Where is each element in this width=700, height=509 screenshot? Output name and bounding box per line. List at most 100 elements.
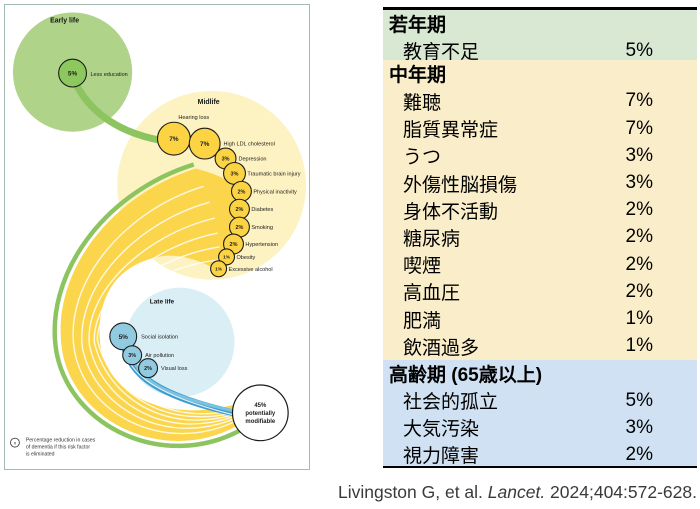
svg-text:Visual loss: Visual loss (161, 366, 188, 372)
svg-text:2%: 2% (236, 225, 244, 231)
row-value: 3% (625, 416, 653, 438)
hearing-loss-label: Hearing loss (178, 115, 209, 121)
midlife-title: Midlife (198, 99, 220, 106)
risk-factor-table: 若年期 教育不足 5% 中年期 難聴 7% 脂質異常症 7% うつ 3% 外傷性… (383, 7, 697, 468)
yellow-flow-band (60, 168, 244, 441)
row-value: 7% (625, 117, 653, 139)
svg-text:2%: 2% (237, 189, 245, 195)
latelife-node-circles (109, 322, 159, 379)
svg-text:1%: 1% (215, 267, 223, 273)
midlife-node-circles (156, 121, 252, 278)
row-value: 1% (625, 308, 653, 330)
row-value: 2% (625, 226, 653, 248)
midlife-node-pcts: 7% 7% 3% 3% 2% 2% 2% 2% 1% 1% (169, 136, 245, 272)
row-value: 2% (625, 199, 653, 221)
svg-text:modifiable: modifiable (245, 419, 275, 425)
late-life-circle (125, 287, 235, 397)
svg-text:potentially: potentially (245, 411, 275, 417)
svg-text:Obesity: Obesity (236, 255, 255, 261)
svg-text:1%: 1% (223, 255, 231, 261)
table-row: 飲酒過多 1% (383, 333, 697, 360)
late-life-title: Late life (150, 299, 175, 306)
svg-text:5%: 5% (119, 334, 129, 341)
table-row: 肥満 1% (383, 306, 697, 333)
factor-label: Less education (90, 72, 127, 78)
svg-text:Percentage reduction in cases: Percentage reduction in cases (26, 438, 96, 444)
svg-text:of dementia if this risk facto: of dementia if this risk factor (26, 445, 90, 451)
latelife-node-labels: Social isolation Air pollution Visual lo… (141, 334, 188, 372)
section-header-old: 高齢期 (65歳以上) (389, 365, 543, 386)
row-value: 5% (625, 389, 653, 411)
lifecourse-figure-panel: Early life Midlife Late life 5% Less edu… (4, 4, 310, 470)
svg-text:Hypertension: Hypertension (245, 242, 278, 248)
legend-n-icon (10, 437, 20, 448)
row-value: 3% (625, 172, 653, 194)
row-value: 3% (625, 144, 653, 166)
row-label: 高血圧 (403, 283, 461, 305)
row-label: 外傷性脳損傷 (403, 174, 518, 196)
svg-text:Physical inactivity: Physical inactivity (253, 189, 297, 195)
row-value: 2% (625, 443, 653, 465)
row-value: 2% (625, 253, 653, 275)
citation-authors: Livingston G, et al. (337, 482, 488, 502)
midlife-node-labels: High LDL cholesterol Depression Traumati… (224, 142, 301, 273)
svg-text:2%: 2% (236, 207, 244, 213)
row-label: うつ (403, 147, 442, 169)
table-row: 視力障害 2% (383, 441, 697, 468)
svg-text:Social isolation: Social isolation (141, 334, 178, 340)
svg-text:Depression: Depression (238, 157, 266, 163)
citation-journal: Lancet. (487, 482, 546, 502)
svg-text:Traumatic brain injury: Traumatic brain injury (247, 171, 300, 177)
table-row: 喫煙 2% (383, 251, 697, 278)
figure-legend: n Percentage reduction in cases of demen… (10, 437, 96, 458)
svg-text:2%: 2% (144, 366, 152, 372)
svg-text:7%: 7% (169, 136, 179, 143)
table-row: うつ 3% (383, 142, 697, 169)
section-header-young: 若年期 (389, 15, 447, 36)
potentially-modifiable-node: 45% potentially modifiable (231, 384, 289, 442)
svg-text:7%: 7% (200, 141, 210, 148)
svg-text:2%: 2% (230, 242, 238, 248)
row-label: 身体不活動 (403, 201, 499, 223)
svg-text:Excessive alcohol: Excessive alcohol (229, 267, 273, 273)
table-row: 糖尿病 2% (383, 224, 697, 251)
row-label: 教育不足 (403, 42, 480, 63)
svg-text:Diabetes: Diabetes (251, 207, 273, 213)
early-to-mid-flow (71, 79, 163, 145)
row-label: 社会的孤立 (403, 392, 499, 413)
svg-text:n: n (14, 440, 17, 445)
factor-pct: 5% (68, 71, 78, 78)
flow-band-stripes (72, 185, 235, 435)
row-label: 糖尿病 (403, 228, 461, 250)
svg-text:Air pollution: Air pollution (145, 353, 174, 359)
lifecourse-diagram: Early life Midlife Late life 5% Less edu… (10, 12, 307, 458)
row-label: 飲酒過多 (403, 337, 480, 359)
citation: Livingston G, et al. Lancet. 2024;404:57… (338, 482, 697, 503)
row-label: 脂質異常症 (403, 120, 499, 142)
table-row: 大気汚染 3% (383, 414, 697, 441)
svg-text:High LDL cholesterol: High LDL cholesterol (224, 142, 275, 148)
table-row: 脂質異常症 7% (383, 115, 697, 142)
row-label: 難聴 (403, 92, 442, 114)
row-label: 喫煙 (403, 256, 442, 278)
table-row: 社会的孤立 5% (383, 387, 697, 414)
row-value: 1% (625, 335, 653, 357)
table-section-mid: 中年期 難聴 7% 脂質異常症 7% うつ 3% 外傷性脳損傷 3% 身体不活動… (383, 60, 697, 360)
green-flow-edge (52, 162, 241, 448)
factor-node-less-education: 5% Less education (58, 58, 128, 88)
row-label: 視力障害 (403, 446, 480, 467)
table-row: 難聴 7% (383, 88, 697, 115)
row-label: 大気汚染 (403, 419, 480, 440)
svg-text:3%: 3% (128, 353, 136, 359)
row-value: 2% (625, 280, 653, 302)
early-life-title: Early life (50, 17, 79, 24)
table-section-young: 若年期 教育不足 5% (383, 10, 697, 63)
citation-volume: 2024;404:572-628. (545, 482, 697, 502)
blue-flow-ribbon-light (131, 358, 234, 413)
row-value: 5% (625, 39, 653, 61)
latelife-node-pcts: 5% 3% 2% (119, 334, 153, 372)
svg-text:is eliminated: is eliminated (26, 452, 55, 458)
svg-text:3%: 3% (231, 171, 239, 177)
svg-text:45%: 45% (254, 403, 267, 409)
svg-text:Smoking: Smoking (251, 225, 273, 231)
